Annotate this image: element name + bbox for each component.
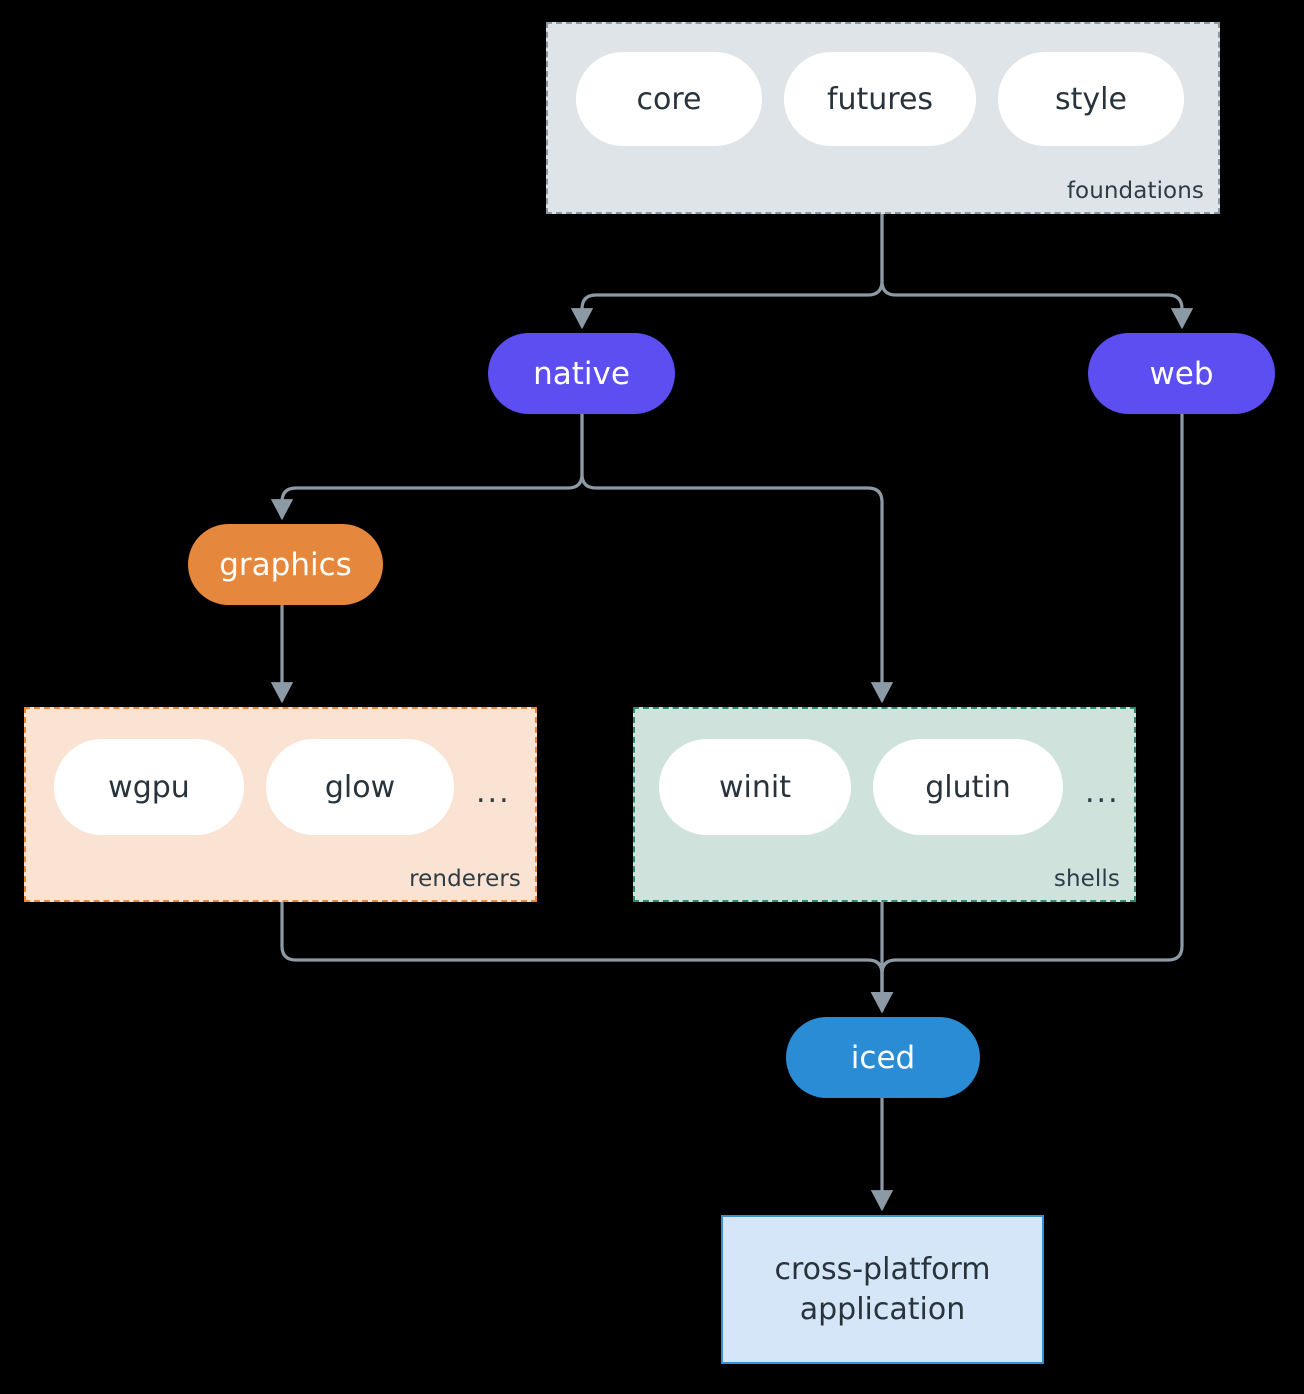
node-cross-platform-application[interactable]: cross-platform application	[721, 1215, 1044, 1364]
node-iced[interactable]: iced	[786, 1017, 980, 1098]
group-shells: winit glutin ... shells	[633, 707, 1136, 902]
group-renderers: wgpu glow ... renderers	[24, 707, 537, 902]
edge-native-graphics	[270, 412, 584, 521]
group-foundations: core futures style foundations	[546, 22, 1220, 214]
shells-ellipsis: ...	[1085, 775, 1120, 810]
node-core[interactable]: core	[576, 52, 762, 146]
app-label: cross-platform application	[774, 1250, 990, 1329]
node-futures[interactable]: futures	[784, 52, 976, 146]
node-style[interactable]: style	[998, 52, 1184, 146]
node-glow[interactable]: glow	[266, 739, 454, 835]
node-native[interactable]: native	[488, 333, 675, 414]
node-glutin[interactable]: glutin	[873, 739, 1063, 835]
edge-foundations-native	[570, 212, 884, 330]
foundations-pill-row: core futures style	[576, 52, 1184, 146]
renderers-ellipsis: ...	[476, 775, 511, 810]
shells-pill-row: winit glutin ...	[659, 739, 1120, 835]
edge-native-shells	[580, 412, 894, 704]
edge-renderers-iced	[280, 900, 894, 1014]
group-label-shells: shells	[1053, 866, 1120, 892]
app-label-line2: application	[799, 1291, 966, 1327]
node-winit[interactable]: winit	[659, 739, 851, 835]
group-label-renderers: renderers	[409, 866, 521, 892]
edge-foundations-web	[880, 212, 1194, 330]
renderers-pill-row: wgpu glow ...	[54, 739, 511, 835]
node-wgpu[interactable]: wgpu	[54, 739, 244, 835]
node-graphics[interactable]: graphics	[188, 524, 383, 605]
app-label-line1: cross-platform	[774, 1251, 991, 1287]
group-label-foundations: foundations	[1066, 178, 1204, 204]
node-web[interactable]: web	[1088, 333, 1275, 414]
